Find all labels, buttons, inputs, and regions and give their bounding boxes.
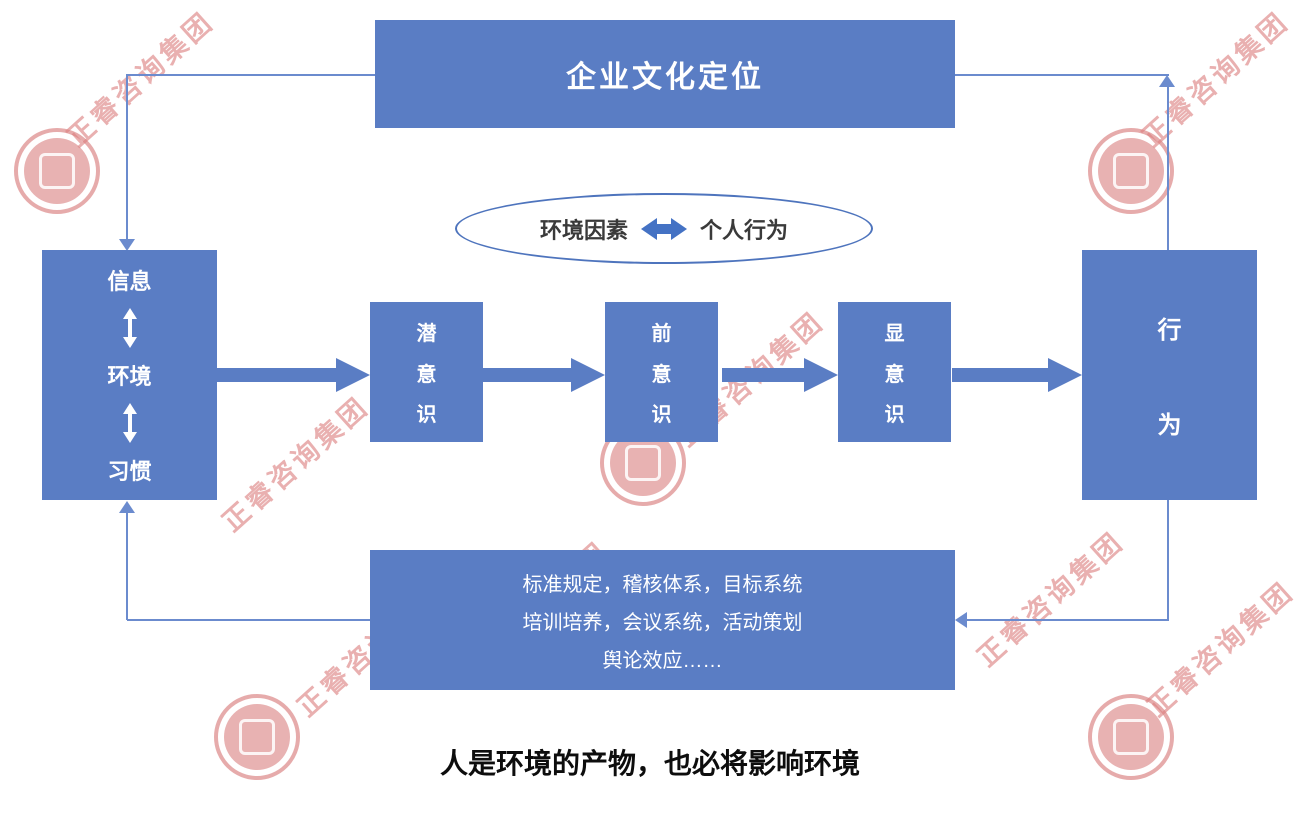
arrow-down-half (122, 431, 137, 443)
systems-box: 标准规定，稽核体系，目标系统 培训培养，会议系统，活动策划 舆论效应…… (370, 550, 955, 690)
vertical-double-arrow-icon (122, 402, 137, 443)
connector-topleft-vertical (126, 74, 128, 240)
behavior-box: 行 为 (1082, 250, 1257, 500)
watermark-logo (1088, 128, 1174, 214)
corporate-culture-positioning-box: 企业文化定位 (375, 20, 955, 128)
subconscious-char: 识 (416, 403, 437, 426)
arrow-shaft (127, 413, 132, 432)
subconscious-box: 潜 意 识 (370, 302, 483, 442)
flow-arrow-head (571, 358, 605, 392)
flow-arrow-preconscious-to-conscious (722, 358, 838, 392)
flow-arrow-subconscious-to-preconscious (483, 358, 605, 392)
systems-line: 培训培养，会议系统，活动策划 (522, 611, 803, 634)
flow-arrow-head (1048, 358, 1082, 392)
flow-arrow-head (804, 358, 838, 392)
caption-text: 人是环境的产物，也必将影响环境 (439, 748, 860, 779)
conscious-box: 显 意 识 (838, 302, 951, 442)
double-arrow-left-half (641, 217, 657, 240)
habit-label: 习惯 (107, 459, 152, 484)
watermark-text: 正睿咨询集团 (971, 525, 1130, 673)
flow-arrow-shaft (952, 368, 1048, 382)
arrow-up-half (122, 307, 137, 319)
watermark-text: 正睿咨询集团 (216, 390, 375, 538)
watermark-logo (1088, 694, 1174, 780)
flow-arrow-head (336, 358, 370, 392)
watermark-text: 正睿咨询集团 (61, 5, 220, 153)
connector-bottomleft-vertical (126, 513, 128, 620)
watermark-logo-emblem (224, 704, 290, 770)
arrow-up-half (122, 402, 137, 414)
connector-bottomright-horizontal (966, 619, 1169, 621)
connector-topright-vertical (1167, 87, 1169, 250)
watermark-text: 正睿咨询集团 (1136, 5, 1295, 153)
flow-arrow-shaft (217, 368, 336, 382)
flow-arrow-env-to-subconscious (217, 358, 370, 392)
arrow-down-half (122, 336, 137, 348)
environment-behavior-ellipse: 环境因素 个人行为 (455, 193, 873, 264)
watermark-logo (14, 128, 100, 214)
double-arrow-right-half (671, 217, 687, 240)
behavior-char: 为 (1157, 412, 1182, 439)
flow-arrow-shaft (722, 368, 804, 382)
environment-label: 环境 (107, 364, 152, 389)
connector-bottomleft-horizontal (127, 619, 370, 621)
connector-topright-horizontal (955, 74, 1169, 76)
subconscious-char: 意 (416, 363, 437, 386)
preconscious-box: 前 意 识 (605, 302, 718, 442)
behavior-char: 行 (1157, 317, 1182, 344)
conscious-char: 显 (884, 323, 905, 346)
subconscious-char: 潜 (416, 323, 437, 346)
watermark-text: 正睿咨询集团 (1141, 575, 1300, 723)
flow-arrow-conscious-to-behavior (952, 358, 1082, 392)
conscious-char: 识 (884, 403, 905, 426)
vertical-double-arrow-icon (122, 307, 137, 348)
arrowhead-up-icon (119, 501, 135, 513)
systems-line: 舆论效应…… (602, 649, 723, 672)
arrowhead-up-icon (1159, 75, 1175, 87)
double-arrow-icon (641, 217, 687, 240)
personal-behavior-label: 个人行为 (700, 217, 789, 243)
preconscious-char: 识 (651, 403, 672, 426)
corporate-culture-positioning-label: 企业文化定位 (566, 61, 764, 94)
connector-topleft-horizontal (127, 74, 375, 76)
watermark-logo-emblem (1098, 704, 1164, 770)
systems-line: 标准规定，稽核体系，目标系统 (522, 573, 803, 596)
watermark-logo-emblem (1098, 138, 1164, 204)
watermark-logo-emblem (24, 138, 90, 204)
arrowhead-down-icon (119, 239, 135, 251)
preconscious-char: 意 (651, 363, 672, 386)
environment-factors-label: 环境因素 (539, 217, 628, 243)
arrowhead-left-icon (955, 612, 967, 628)
environment-box: 信息 环境 习惯 (42, 250, 217, 500)
watermark-logo (214, 694, 300, 780)
preconscious-char: 前 (651, 323, 672, 346)
arrow-shaft (127, 318, 132, 337)
information-label: 信息 (107, 269, 152, 294)
conscious-char: 意 (884, 363, 905, 386)
double-arrow-shaft (657, 223, 671, 234)
flow-arrow-shaft (483, 368, 571, 382)
connector-bottomright-vertical (1167, 500, 1169, 620)
